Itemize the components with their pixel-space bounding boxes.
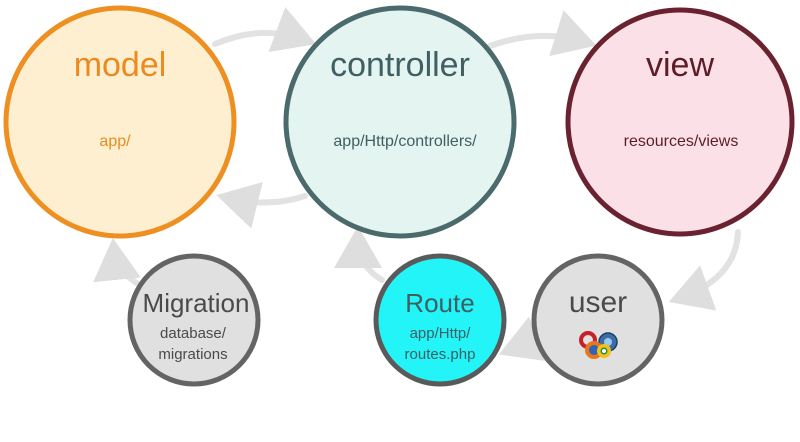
route-path-line2: routes.php <box>405 346 476 363</box>
arrow-model-to-controller <box>212 7 317 53</box>
view-title: view <box>646 46 714 84</box>
migration-path-line2: migrations <box>158 346 227 363</box>
node-controller: controller app/Http/controllers/ <box>283 5 517 239</box>
model-path: app/ <box>99 133 131 150</box>
arrow-user-to-route <box>498 316 547 362</box>
view-path: resources/views <box>624 133 739 150</box>
connector-arrows <box>93 7 741 362</box>
node-migration: Migration database/ migrations <box>127 253 261 387</box>
view-circle <box>565 7 795 237</box>
migration-title: Migration <box>143 288 250 318</box>
controller-circle <box>283 5 517 239</box>
model-circle <box>3 5 237 239</box>
node-user: user <box>531 253 665 387</box>
arrow-view-to-user <box>668 229 741 311</box>
browsers-icon <box>579 331 618 359</box>
model-title: model <box>74 46 167 84</box>
controller-path: app/Http/controllers/ <box>333 133 477 150</box>
user-title: user <box>569 286 627 319</box>
user-circle <box>531 253 665 387</box>
arrow-route-to-controller <box>334 226 385 283</box>
route-title: Route <box>405 288 474 318</box>
route-path-line1: app/Http/ <box>410 325 472 342</box>
node-model: model app/ <box>3 5 237 239</box>
node-view: view resources/views <box>565 7 795 237</box>
migration-path-line1: database/ <box>160 325 227 342</box>
controller-title: controller <box>330 46 470 84</box>
arrow-controller-to-view <box>487 10 597 57</box>
route-circle <box>373 253 507 387</box>
arrow-migration-to-model <box>93 238 141 287</box>
migration-circle <box>127 253 261 387</box>
arrow-controller-to-model <box>216 181 308 229</box>
node-route: Route app/Http/ routes.php <box>373 253 507 387</box>
